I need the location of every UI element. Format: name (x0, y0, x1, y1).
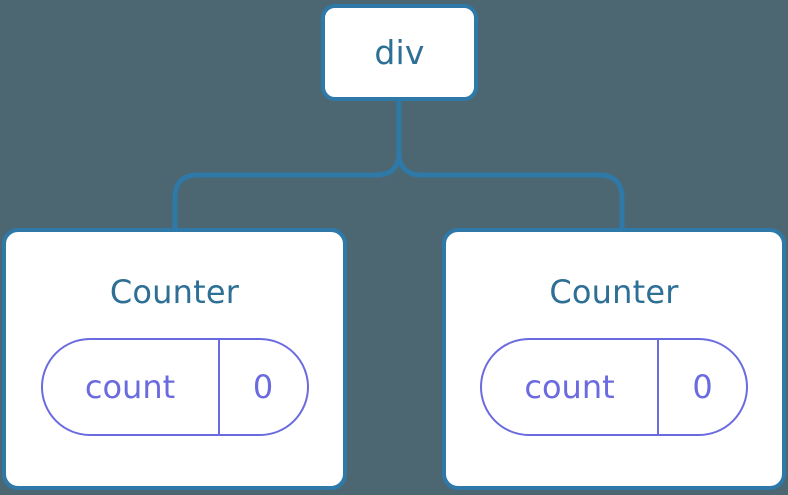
state-key-right-text: count (524, 368, 615, 406)
node-counter-left-label: Counter (109, 273, 240, 311)
connector-path-right (396, 101, 625, 230)
state-key-left: count (43, 340, 220, 434)
node-div-label: div (374, 33, 425, 72)
node-counter-right[interactable]: Counter count 0 (442, 228, 786, 490)
state-value-left: 0 (220, 340, 307, 434)
state-key-left-text: count (84, 368, 176, 406)
state-value-right: 0 (659, 340, 746, 434)
state-value-right-text: 0 (692, 368, 713, 406)
node-counter-left[interactable]: Counter count 0 (2, 228, 347, 490)
connector-path-left (172, 101, 402, 230)
node-counter-right-label: Counter (549, 273, 679, 311)
state-key-right: count (482, 340, 659, 434)
node-div[interactable]: div (321, 4, 478, 101)
state-value-left-text: 0 (252, 368, 274, 406)
state-pill-right[interactable]: count 0 (480, 338, 748, 436)
state-pill-left[interactable]: count 0 (40, 338, 309, 436)
